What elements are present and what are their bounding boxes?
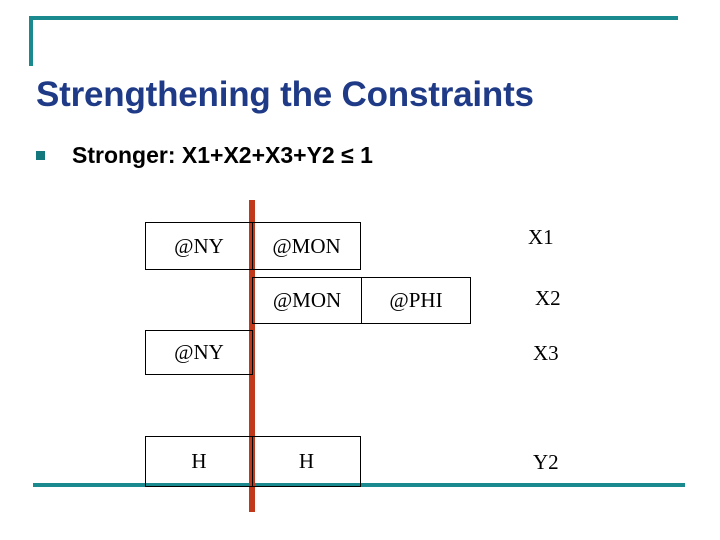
footer-rule-bottom [33,483,685,487]
header-rule-top [29,16,678,20]
row-variable-label: X2 [535,286,561,310]
header-rule-left [29,16,33,66]
square-bullet-icon [36,150,45,160]
row-variable-label: Y2 [533,450,559,474]
bullet-list-item: Stronger: X1+X2+X3+Y2 ≤ 1 [36,138,676,172]
table-row-segment: @MON [252,277,362,324]
table-row-segment: @NY [145,222,253,270]
table-row-segment: @MON [252,222,361,270]
bullet-item-label: Stronger: X1+X2+X3+Y2 ≤ 1 [72,142,373,168]
table-row-segment: @NY [145,330,253,375]
row-variable-label: X3 [533,341,559,365]
table-row-segment: H [145,436,253,487]
table-row-segment: H [252,436,361,487]
page-title: Strengthening the Constraints [36,75,534,114]
table-row-segment: @PHI [361,277,471,324]
row-variable-label: X1 [528,225,554,249]
